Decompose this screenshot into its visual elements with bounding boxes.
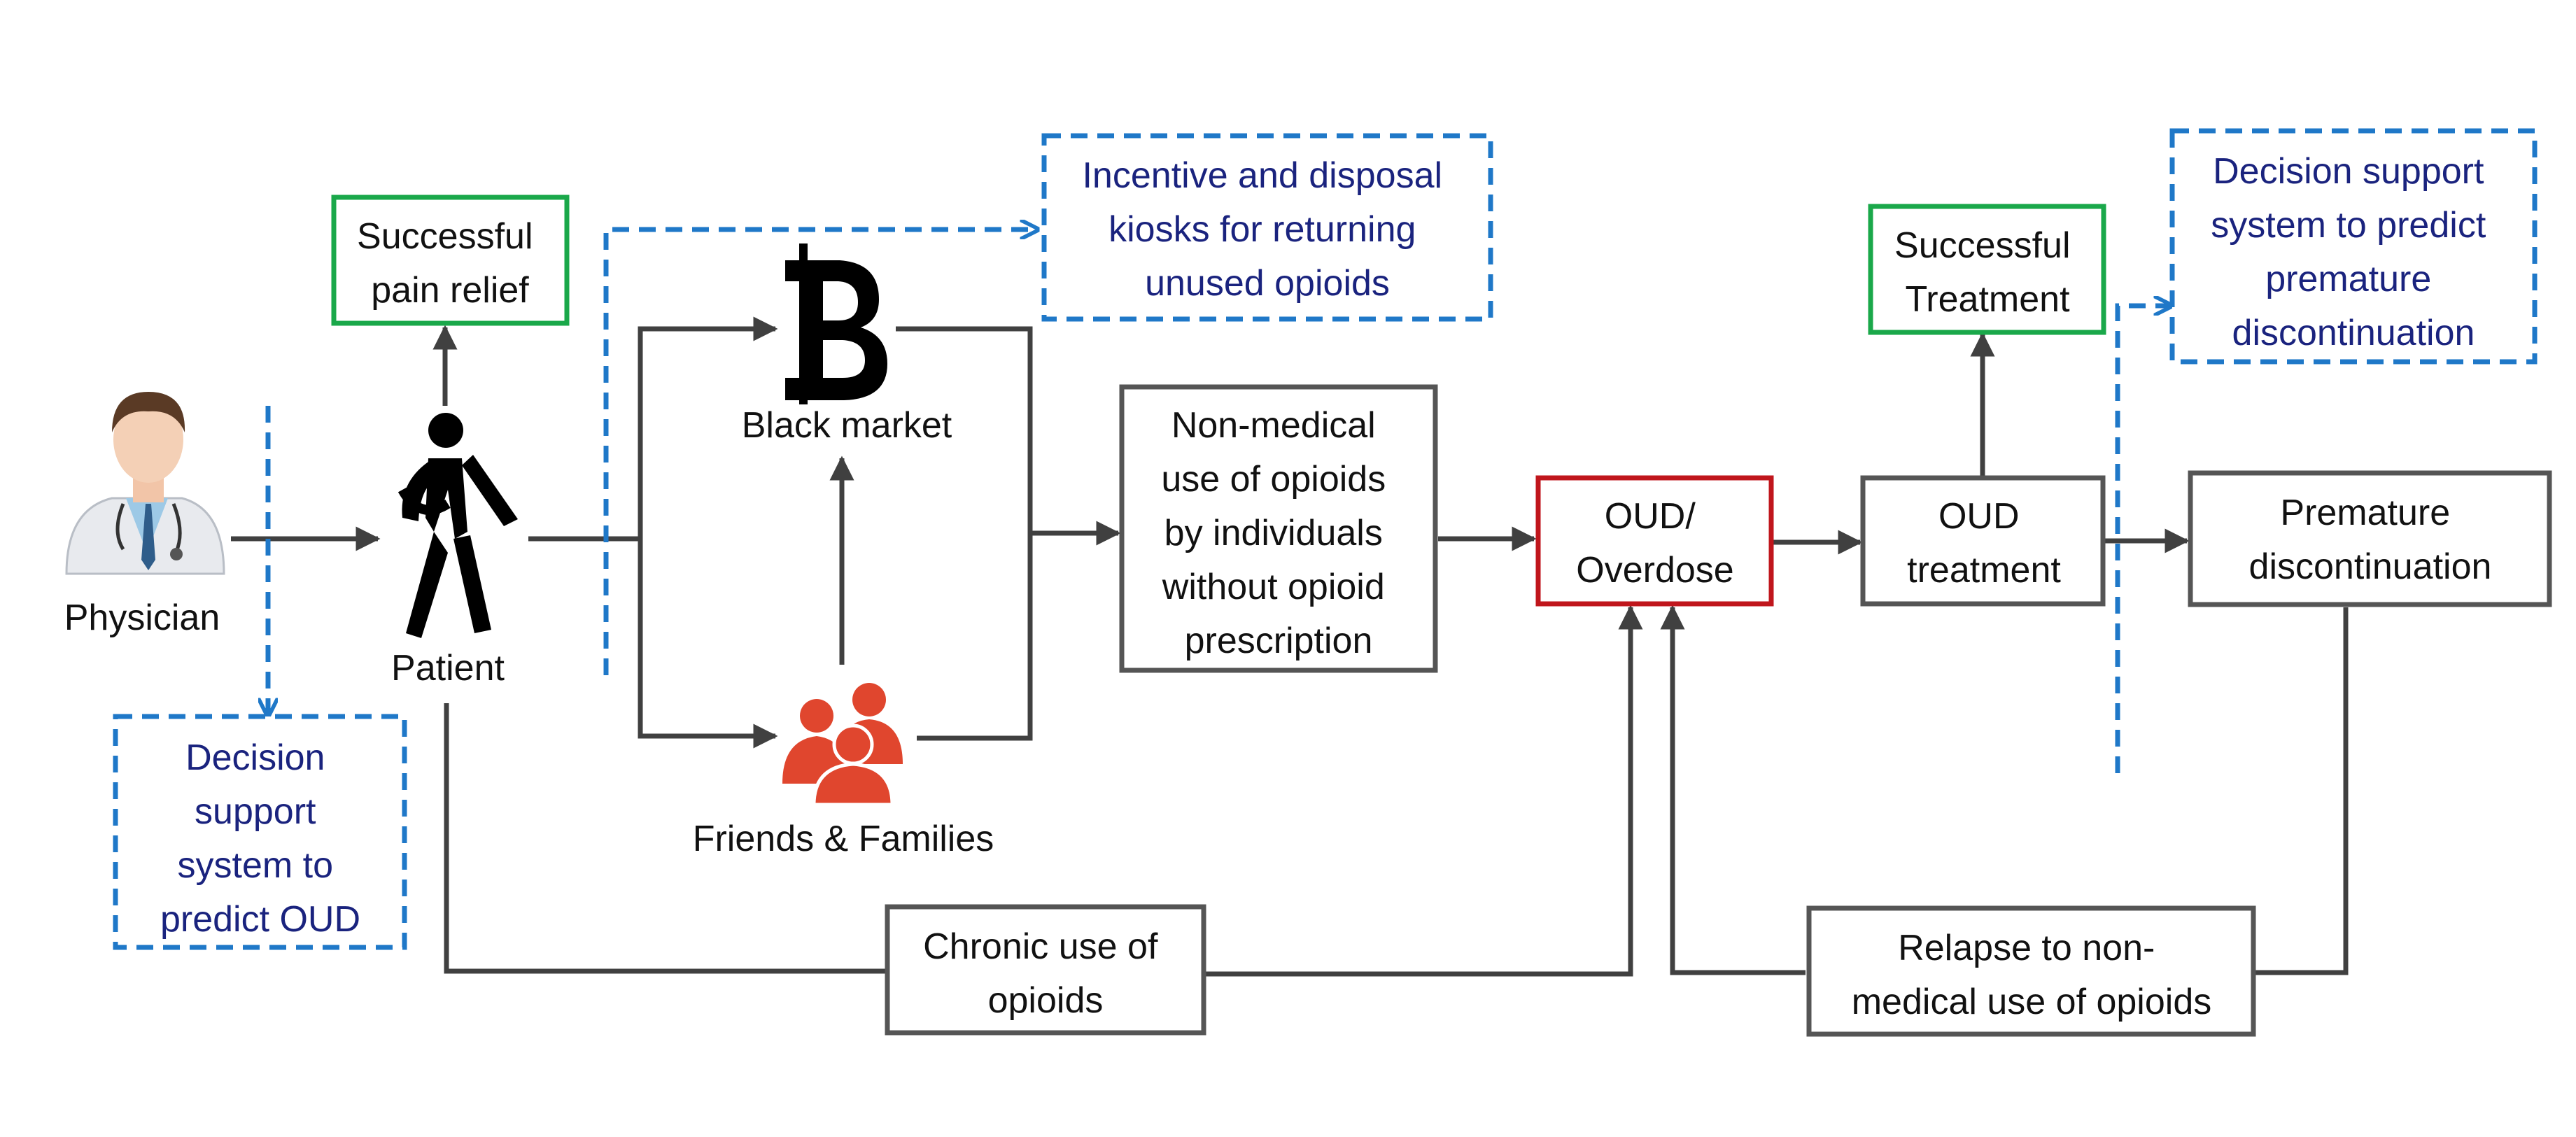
injured-person-icon: [397, 413, 518, 638]
chronic-label: Chronic use of opioids: [923, 926, 1168, 1021]
relapse-box: [1806, 905, 2256, 1037]
pain-relief-box: [331, 195, 570, 326]
kiosks-box: [1041, 133, 1493, 322]
kiosks-label: Incentive and disposal kiosks for return…: [1082, 155, 1452, 304]
connectors: [231, 316, 2349, 977]
successful-treatment-label: Successful Treatment: [1894, 225, 2081, 320]
oud-treatment-box: [1860, 475, 2106, 607]
baht-currency-icon: [785, 243, 887, 404]
arrow-relapse-to-oud: [1660, 605, 1806, 975]
arrow-to-black-market: [638, 316, 778, 539]
dss-oud-box: [113, 714, 407, 950]
premature-label: Premature discontinuation: [2249, 493, 2492, 587]
line-patient-down: [444, 703, 887, 974]
dashed-line-to-dss-premature: [2115, 306, 2169, 773]
successful-treatment-box: [1868, 204, 2106, 335]
oud-box: [1535, 475, 1774, 607]
dss-oud-label: Decision support system to predict OUD: [160, 737, 360, 940]
dss-premature-box: [2169, 128, 2538, 365]
line-black-market-out: [896, 326, 1033, 741]
arrow-to-friends: [638, 539, 778, 749]
nonmedical-box: [1119, 384, 1438, 673]
physician-label: Physician: [64, 598, 220, 638]
black-market-label: Black market: [742, 405, 952, 446]
relapse-label: Relapse to non- medical use of opioids: [1852, 928, 2212, 1022]
oud-label: OUD/ Overdose: [1576, 496, 1733, 591]
friends-label: Friends & Families: [693, 819, 994, 859]
arrow-chronic-to-oud: [1204, 605, 1643, 977]
dashed-line-patient-to-kiosks: [603, 229, 1036, 675]
patient-label: Patient: [391, 648, 505, 688]
premature-box: [2188, 470, 2552, 607]
nonmedical-label: Non-medical use of opioids by individual…: [1161, 405, 1395, 661]
chronic-box: [885, 904, 1206, 1036]
oud-treatment-label: OUD treatment: [1907, 496, 2061, 591]
intervention-connectors: [268, 229, 2169, 773]
group-people-icon: [782, 683, 903, 807]
dss-premature-label: Decision support system to predict prema…: [2211, 151, 2496, 353]
pain-relief-label: Successful pain relief: [357, 216, 543, 311]
line-premature-down: [2253, 607, 2349, 975]
doctor-icon: [65, 392, 225, 575]
